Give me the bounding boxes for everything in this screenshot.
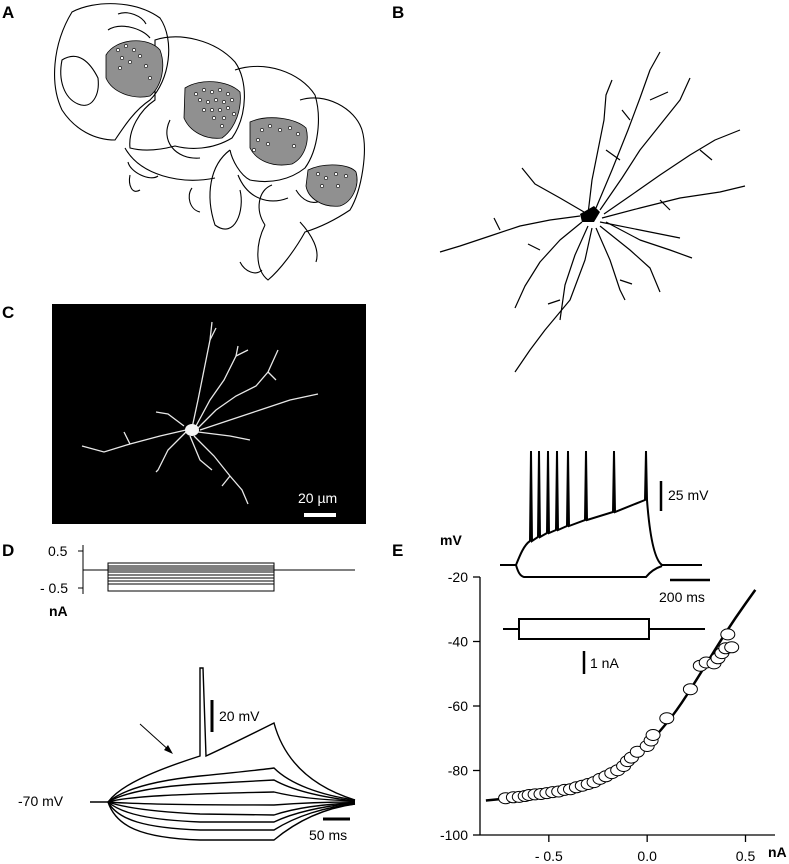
- panel-d-time-scalebar-label: 50 ms: [309, 827, 347, 843]
- panel-e-axes: -20 -40 -60 -80 -100 - 0.5 0.0 0.5: [440, 569, 775, 864]
- panel-b-neuron-drawing: [439, 51, 746, 373]
- panel-c-micrograph: [52, 304, 366, 524]
- panel-e-xlabel: nA: [768, 844, 787, 860]
- y-tick-label: -80: [448, 763, 468, 779]
- x-tick-label: 0.5: [736, 848, 756, 864]
- panel-a-shaded-regions: [105, 40, 358, 207]
- panel-b-soma: [580, 206, 600, 222]
- data-point: [724, 641, 740, 654]
- y-tick-label: -100: [440, 827, 468, 843]
- panel-b-label: B: [392, 3, 404, 22]
- panel-a-label: A: [2, 3, 14, 22]
- y-tick-label: -20: [448, 569, 468, 585]
- panel-c-scalebar-label: 20 µm: [298, 490, 337, 506]
- panel-c-neuron-image: [81, 321, 319, 505]
- panel-d-unit: nA: [49, 603, 68, 619]
- panel-d-tick-upper: 0.5: [48, 543, 68, 559]
- data-point: [682, 683, 698, 696]
- panel-c-label: C: [2, 303, 14, 322]
- panel-d-resting-label: -70 mV: [18, 793, 64, 809]
- panel-e-inset-time-scalebar-label: 200 ms: [659, 589, 705, 605]
- panel-d-arrow-head: [164, 745, 173, 754]
- data-point: [645, 729, 661, 741]
- panel-d-current-protocol: [78, 545, 355, 594]
- panel-d-voltage-scalebar-label: 20 mV: [219, 708, 260, 724]
- panel-e-inset-current-step: [503, 618, 705, 640]
- panel-e-label: E: [392, 541, 403, 560]
- panel-a-brain-sections: [54, 3, 365, 281]
- panel-d-label: D: [2, 541, 14, 560]
- panel-e-inset-voltage-scalebar-label: 25 mV: [668, 487, 709, 503]
- data-point: [659, 712, 675, 725]
- panel-e-inset-current-scalebar-label: 1 nA: [590, 655, 619, 671]
- y-tick-label: -60: [448, 698, 468, 714]
- panel-e-inset-spikes: [500, 450, 702, 578]
- x-tick-label: 0.0: [637, 848, 657, 864]
- panel-c-soma: [185, 424, 199, 436]
- panel-a-cell-markers: [116, 44, 348, 188]
- panel-d-arrow: [139, 723, 172, 753]
- panel-e-data-points: [498, 628, 740, 805]
- panel-e-ylabel: mV: [440, 532, 462, 548]
- y-tick-label: -40: [448, 634, 468, 650]
- x-tick-label: - 0.5: [535, 848, 563, 864]
- panel-d-voltage-traces: [90, 667, 356, 841]
- panel-d-tick-lower: - 0.5: [40, 580, 68, 596]
- data-point: [720, 628, 736, 641]
